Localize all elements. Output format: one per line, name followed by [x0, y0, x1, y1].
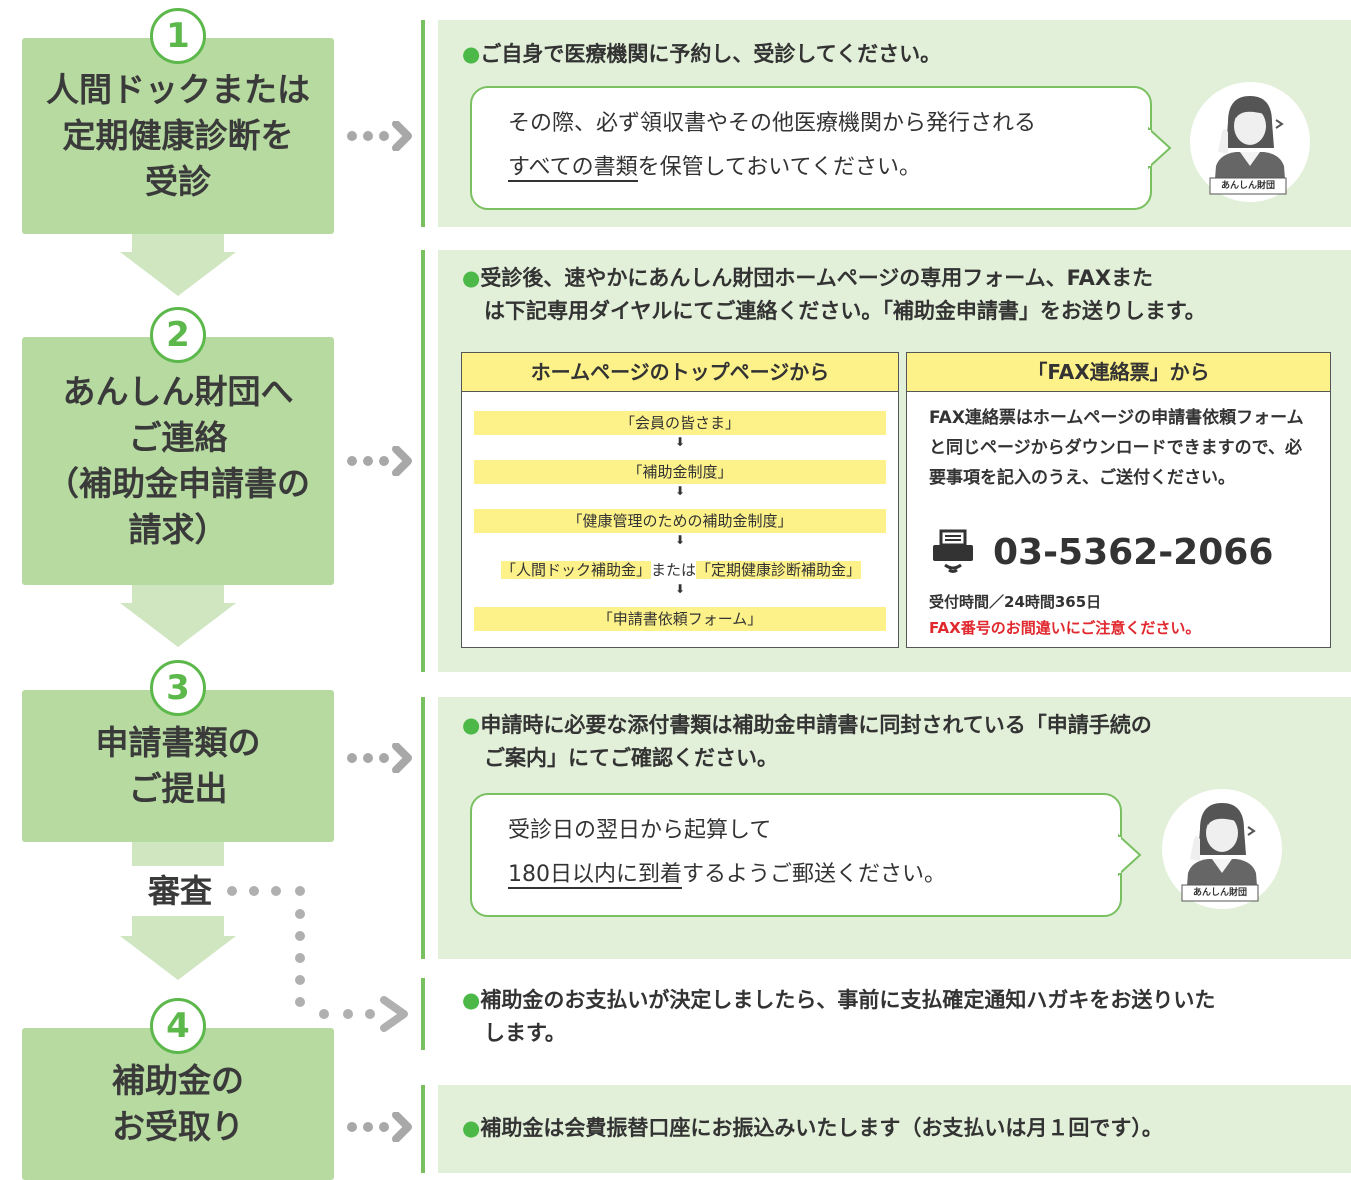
fax-route-title: 「FAX連絡票」から: [907, 353, 1330, 392]
step-4-label: 補助金の お受取り: [112, 1061, 244, 1146]
step-3-number: 3: [150, 660, 206, 716]
panel-4-divider: [421, 978, 425, 1050]
route-step-choice: 「人間ドック補助金」または「定期健康診断補助金」: [500, 561, 862, 579]
route-step: 「申請書依頼フォーム」: [474, 607, 886, 631]
step-1-label: 人間ドックまたは 定期健康診断を 受診: [46, 70, 310, 201]
flow-arrow-down: [120, 603, 236, 647]
panel-1-divider: [421, 20, 425, 227]
flow-arrow-down: [120, 936, 236, 980]
arrow-down-icon: ⬇: [674, 582, 686, 596]
dotted-arrow-icon: [347, 446, 412, 476]
panel-3: ●申請時に必要な添付書類は補助金申請書に同封されている「申請手続の ご案内」にて…: [438, 697, 1351, 959]
fax-route-box: 「FAX連絡票」から FAX連絡票はホームページの申請書依頼フォームと同じページ…: [906, 352, 1331, 648]
staff-person-icon: [1209, 96, 1287, 195]
route-step: 「会員の皆さま」: [474, 411, 886, 435]
homepage-route-title: ホームページのトップページから: [462, 353, 898, 392]
step-2-label: あんしん財団へ ご連絡 （補助金申請書の 請求）: [46, 372, 310, 549]
step-2-number: 2: [150, 307, 206, 363]
dotted-arrow-icon: [347, 1112, 412, 1142]
review-label: 審査: [130, 866, 230, 916]
step-3-label: 申請書類の ご提出: [95, 723, 261, 808]
fax-icon: [933, 529, 973, 573]
arrow-down-icon: ⬇: [674, 533, 686, 547]
panel-5-text: ●補助金は会費振替口座にお振込みいたします（お支払いは月１回です）。: [462, 1116, 1163, 1140]
dotted-arrow-icon: [347, 121, 412, 151]
fax-warning: FAX番号のお間違いにご注意ください。: [929, 619, 1201, 637]
step-1-number: 1: [150, 8, 206, 64]
step-4-number: 4: [150, 998, 206, 1054]
panel-1: ●ご自身で医療機関に予約し、受診してください。 その際、必ず領収書やその他医療機…: [438, 20, 1351, 227]
panel-2: ●受診後、速やかにあんしん財団ホームページの専用フォーム、FAXまた は下記専用…: [438, 250, 1351, 672]
panel-2-divider: [421, 250, 425, 672]
flow-arrow-shaft: [132, 234, 224, 254]
arrow-down-icon: ⬇: [674, 435, 686, 449]
avatar-label: あんしん財団: [1192, 888, 1247, 898]
panel-4-text: ●補助金のお支払いが決定しましたら、事前に支払確定通知ハガキをお送りいた します…: [462, 988, 1216, 1045]
staff-avatar: あんしん財団: [1162, 789, 1282, 909]
speech-bubble: 受診日の翌日から起算して 180日以内に到着するようご郵送ください。: [470, 793, 1122, 917]
panel-3-text: ●申請時に必要な添付書類は補助金申請書に同封されている「申請手続の ご案内」にて…: [462, 713, 1152, 770]
bubble-text: その際、必ず領収書やその他医療機関から発行される すべての書類を保管しておいてく…: [508, 111, 1037, 182]
bubble-text: 受診日の翌日から起算して 180日以内に到着するようご郵送ください。: [508, 818, 947, 889]
avatar-label: あんしん財団: [1220, 181, 1275, 191]
staff-person-icon: [1181, 803, 1259, 902]
panel-2-text: ●受診後、速やかにあんしん財団ホームページの専用フォーム、FAXまた は下記専用…: [462, 266, 1206, 323]
staff-avatar: あんしん財団: [1190, 82, 1310, 202]
flow-arrow-down: [120, 252, 236, 296]
review-connector: [227, 886, 408, 1032]
panel-1-text: ●ご自身で医療機関に予約し、受診してください。: [462, 42, 942, 66]
step-2-box: あんしん財団へ ご連絡 （補助金申請書の 請求）: [22, 337, 334, 585]
panel-5-divider: [421, 1085, 425, 1173]
speech-bubble-tail: [1148, 126, 1172, 170]
dotted-arrow-icon: [347, 743, 412, 773]
speech-bubble-tail: [1118, 833, 1142, 877]
fax-hours: 受付時間／24時間365日: [929, 593, 1102, 611]
speech-bubble: その際、必ず領収書やその他医療機関から発行される すべての書類を保管しておいてく…: [470, 86, 1152, 210]
arrow-down-icon: ⬇: [674, 484, 686, 498]
panel-5: ●補助金は会費振替口座にお振込みいたします（お支払いは月１回です）。: [438, 1085, 1351, 1173]
fax-number: 03-5362-2066: [993, 532, 1274, 573]
route-step: 「補助金制度」: [474, 460, 886, 484]
step-1-box: 人間ドックまたは 定期健康診断を 受診: [22, 38, 334, 234]
flow-arrow-shaft: [132, 585, 224, 605]
fax-description: FAX連絡票はホームページの申請書依頼フォームと同じページからダウンロードできま…: [929, 408, 1304, 488]
route-step: 「健康管理のための補助金制度」: [474, 509, 886, 533]
homepage-route-box: ホームページのトップページから 「会員の皆さま」 ⬇ 「補助金制度」 ⬇ 「健康…: [461, 352, 899, 648]
panel-3-divider: [421, 697, 425, 959]
